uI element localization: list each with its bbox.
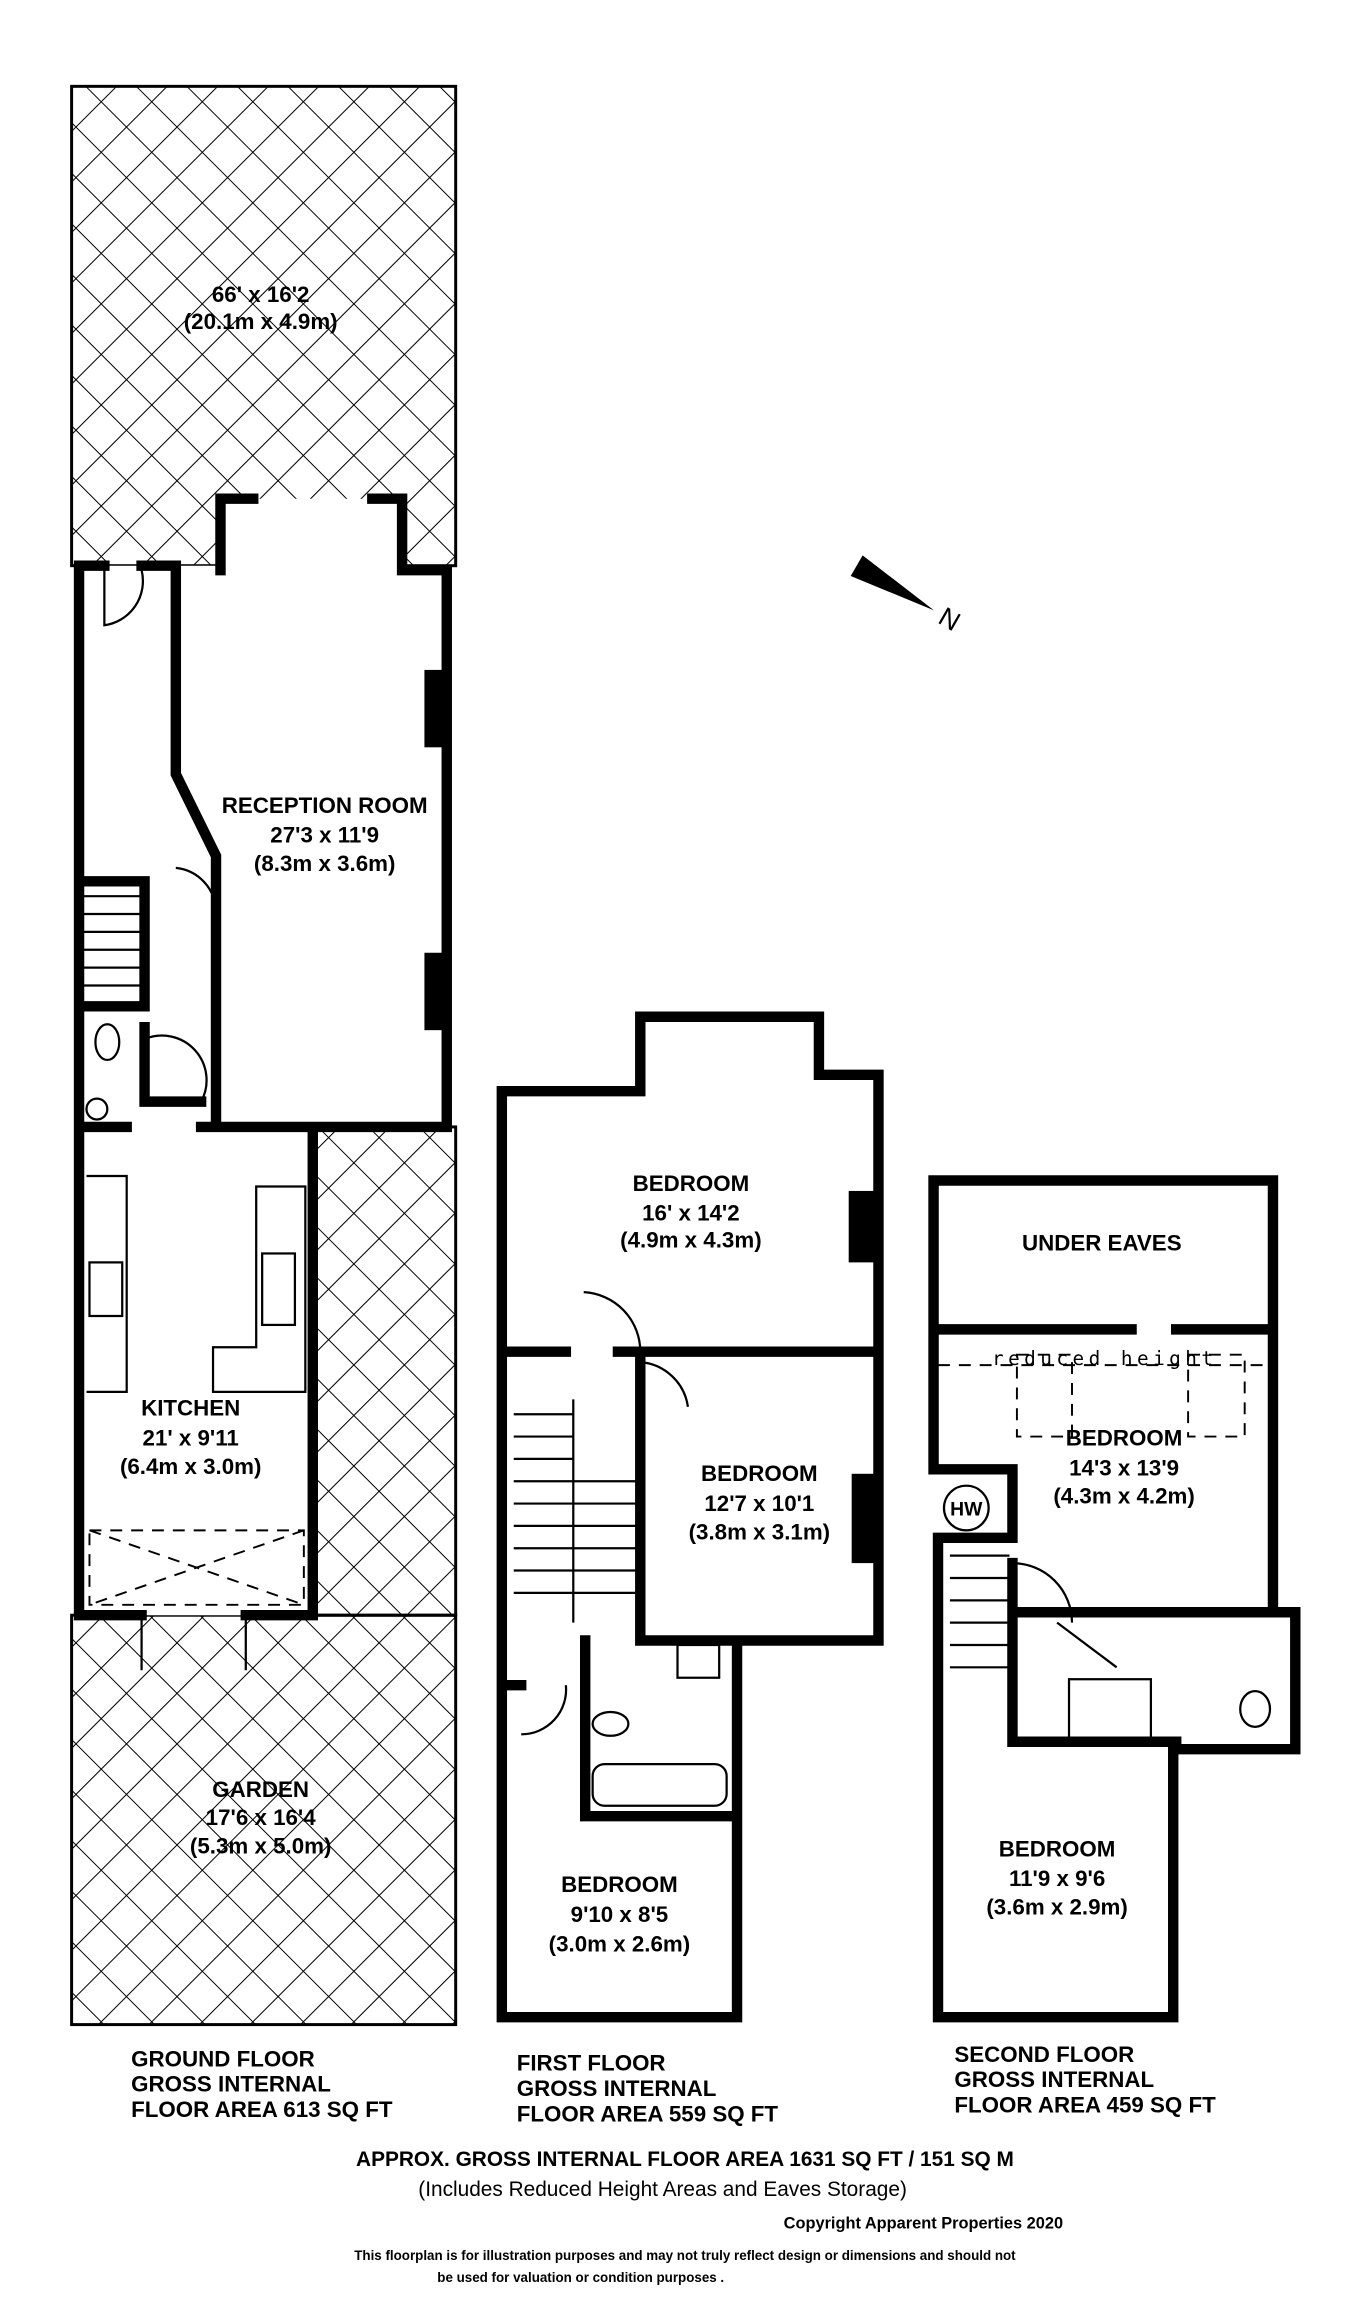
room-metric: (3.0m x 2.6m)	[549, 1932, 690, 1957]
floor-area: FLOOR AREA 613 SQ FT	[131, 2097, 393, 2122]
garden-area	[70, 1613, 458, 2027]
first-floor-plan	[496, 1011, 884, 2023]
second-floor-plan	[928, 1175, 1301, 2023]
stairs	[949, 1554, 1010, 1669]
shower	[1067, 1678, 1153, 1743]
floor-labels: GROUND FLOOR GROSS INTERNAL FLOOR AREA 6…	[131, 2042, 1216, 2127]
reduced-height-line	[938, 1353, 1273, 1438]
room-labels: 66' x 16'2 (20.1m x 4.9m) RECEPTION ROOM…	[120, 282, 1218, 1957]
room-name: GARDEN	[212, 1777, 309, 1802]
fireplace	[424, 952, 446, 1031]
floor-label: SECOND FLOOR	[954, 2042, 1134, 2067]
room-dimensions: 16' x 14'2	[642, 1201, 740, 1226]
room-dimensions: 11'9 x 9'6	[1009, 1866, 1105, 1891]
fireplace	[424, 669, 446, 748]
floor-area: FLOOR AREA 459 SQ FT	[954, 2092, 1216, 2117]
total-area: APPROX. GROSS INTERNAL FLOOR AREA 1631 S…	[356, 2148, 1014, 2171]
building-fill	[79, 498, 447, 1616]
room-name: BEDROOM	[561, 1872, 678, 1897]
boiler	[85, 1097, 109, 1121]
floor-label: GROSS INTERNAL	[517, 2076, 717, 2101]
room-dimensions: 14'3 x 13'9	[1069, 1455, 1179, 1480]
plot-metric: (20.1m x 4.9m)	[184, 309, 338, 334]
includes-note: (Includes Reduced Height Areas and Eaves…	[418, 2178, 907, 2201]
room-metric: (4.9m x 4.3m)	[620, 1228, 761, 1253]
wardrobe	[851, 1473, 876, 1564]
room-name: RECEPTION ROOM	[222, 793, 428, 818]
toilet	[94, 1023, 121, 1062]
toilet	[1239, 1690, 1272, 1728]
reduced-height-label: reduced height	[992, 1347, 1218, 1370]
disclaimer: be used for valuation or condition purpo…	[437, 2270, 724, 2285]
kitchen-worktops	[86, 1174, 307, 1394]
north-arrow-icon: N	[850, 555, 966, 637]
copyright: Copyright Apparent Properties 2020	[784, 2215, 1063, 2233]
room-name: KITCHEN	[141, 1396, 240, 1421]
room-name: BEDROOM	[999, 1836, 1116, 1861]
ground-floor-walls	[73, 493, 452, 1621]
hob	[88, 1261, 124, 1318]
sink	[261, 1252, 297, 1327]
ground-floor-plan	[70, 84, 458, 2027]
stairs	[83, 895, 142, 987]
footer: APPROX. GROSS INTERNAL FLOOR AREA 1631 S…	[354, 2148, 1063, 2285]
basin	[676, 1643, 721, 1679]
hw-cylinder	[942, 1484, 990, 1532]
door	[103, 569, 247, 1671]
plot-dimensions: 66' x 16'2	[212, 282, 310, 307]
floor-label: GROSS INTERNAL	[954, 2067, 1154, 2092]
room-metric: (3.8m x 3.1m)	[689, 1519, 830, 1544]
room-dimensions: 12'7 x 10'1	[704, 1491, 814, 1516]
floor-label: GROUND FLOOR	[131, 2046, 315, 2071]
rooflight	[88, 1529, 305, 1606]
room-metric: (5.3m x 5.0m)	[190, 1833, 331, 1858]
room-name: BEDROOM	[701, 1461, 818, 1486]
bath	[591, 1762, 728, 1807]
room-dimensions: 27'3 x 11'9	[270, 823, 379, 848]
floor-area: FLOOR AREA 559 SQ FT	[517, 2101, 779, 2126]
side-return	[311, 1125, 458, 1617]
disclaimer: This floorplan is for illustration purpo…	[354, 2248, 1016, 2263]
room-metric: (6.4m x 3.0m)	[120, 1454, 261, 1479]
room-name: BEDROOM	[633, 1171, 750, 1196]
room-dimensions: 21' x 9'11	[143, 1426, 239, 1451]
floor-label: GROSS INTERNAL	[131, 2072, 331, 2097]
room-name: BEDROOM	[1066, 1426, 1183, 1451]
door	[521, 1291, 690, 1736]
wardrobe	[848, 1190, 876, 1263]
door	[1012, 1561, 1118, 1669]
room-metric: (3.6m x 2.9m)	[986, 1894, 1127, 1919]
hw-label: HW	[950, 1498, 983, 1520]
compass-letter: N	[934, 601, 966, 637]
room-dimensions: 9'10 x 8'5	[571, 1902, 669, 1927]
stairs	[513, 1399, 641, 1623]
second-floor-walls	[928, 1175, 1301, 2023]
room-metric: (8.3m x 3.6m)	[254, 851, 395, 876]
under-eaves-label: UNDER EAVES	[1022, 1230, 1182, 1255]
room-dimensions: 17'6 x 16'4	[206, 1805, 317, 1830]
floor-label: FIRST FLOOR	[517, 2051, 666, 2076]
toilet	[591, 1710, 630, 1737]
rear-plot	[70, 84, 458, 568]
first-floor-walls	[496, 1011, 884, 2023]
room-metric: (4.3m x 4.2m)	[1053, 1484, 1194, 1509]
